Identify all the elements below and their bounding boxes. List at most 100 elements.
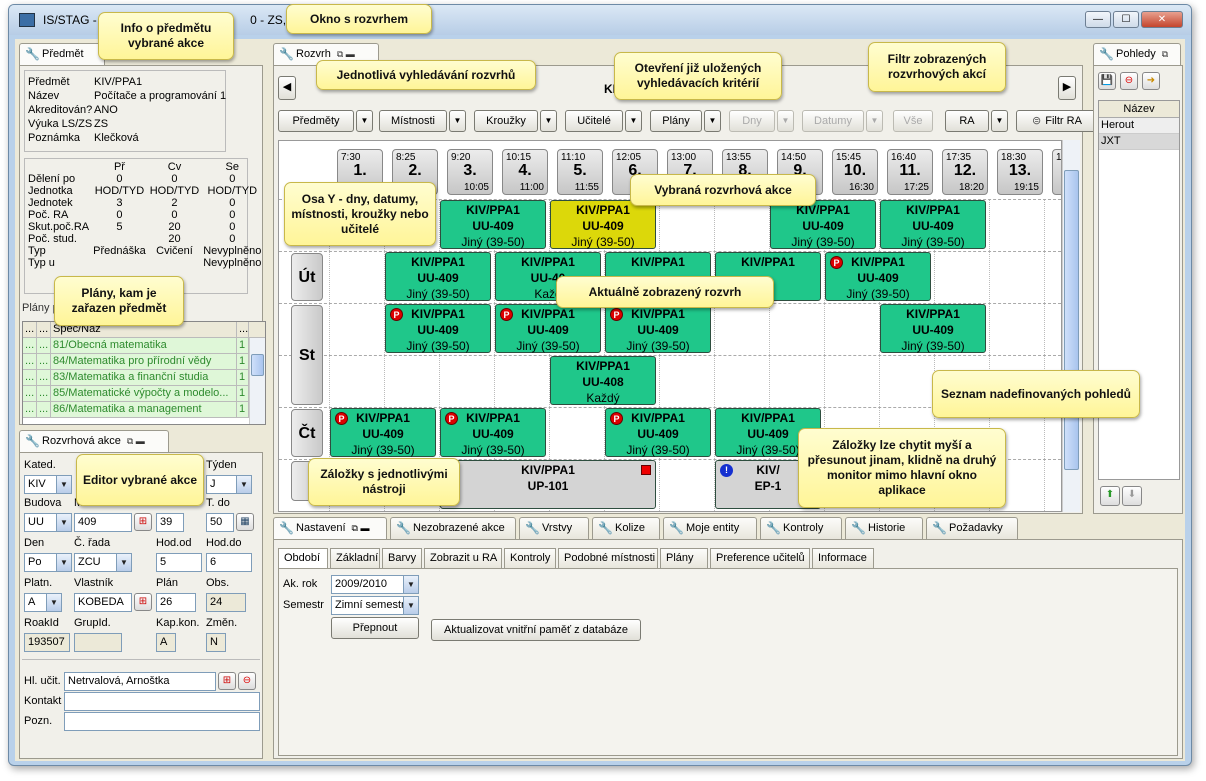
filtr-ra-button[interactable]: ⊜Filtr RA <box>1016 110 1098 132</box>
subtab-0[interactable]: Období <box>278 548 328 569</box>
search-button-ra[interactable]: RA <box>945 110 989 132</box>
search-icon[interactable]: ⊞ <box>134 513 152 531</box>
obs-field[interactable]: 24 <box>206 593 246 612</box>
list-item[interactable]: Herout <box>1099 118 1179 134</box>
tab-rozvrhova-akce[interactable]: 🔧Rozvrhová akce⧉ ▬ <box>19 430 169 452</box>
tab-nastavení[interactable]: 🔧Nastavení⧉ ▬ <box>273 517 387 540</box>
prepnout-button[interactable]: Přepnout <box>331 617 419 639</box>
remove-icon[interactable]: ⊖ <box>238 672 256 690</box>
maximize-button[interactable]: ☐ <box>1113 11 1139 28</box>
subtab-7[interactable]: Preference učitelů <box>710 548 810 568</box>
plan-field[interactable]: 26 <box>156 593 196 612</box>
schedule-vscroll[interactable] <box>1062 140 1080 512</box>
tod-field[interactable]: 39 <box>156 513 184 532</box>
akrok-select[interactable]: 2009/2010▼ <box>331 575 419 594</box>
kapkon-field[interactable]: A <box>156 633 176 652</box>
tyden-select[interactable]: J▼ <box>206 475 252 494</box>
chevron-down-icon[interactable]: ▼ <box>540 110 557 132</box>
subtab-6[interactable]: Plány <box>660 548 708 568</box>
semestr-select[interactable]: Zimní semestr▼ <box>331 596 419 615</box>
subtab-3[interactable]: Zobrazit u RA <box>424 548 502 568</box>
tab-moje-entity[interactable]: 🔧Moje entity <box>663 517 757 539</box>
search-button-predmety[interactable]: Předměty <box>278 110 354 132</box>
float-dock-icon[interactable]: ⧉ ▬ <box>126 436 145 446</box>
grupid-field[interactable] <box>74 633 122 652</box>
hodod-field[interactable]: 5 <box>156 553 202 572</box>
kated-select[interactable]: KIV▼ <box>24 475 72 494</box>
list-item[interactable]: JXT <box>1099 134 1179 150</box>
subtab-5[interactable]: Podobné místnosti <box>558 548 658 568</box>
vlastnik-field[interactable]: KOBEDA <box>74 593 132 612</box>
search-button-krouzky[interactable]: Kroužky <box>474 110 538 132</box>
tab-predmet[interactable]: 🔧Předmět <box>19 43 105 65</box>
search-button-mistnosti[interactable]: Místnosti <box>379 110 447 132</box>
float-dock-icon[interactable]: ⧉ ▬ <box>351 523 370 533</box>
tab-vrstvy[interactable]: 🔧Vrstvy <box>519 517 589 539</box>
subtab-2[interactable]: Barvy <box>382 548 422 568</box>
search-icon[interactable]: ⊞ <box>134 593 152 611</box>
tab-historie[interactable]: 🔧Historie <box>845 517 923 539</box>
chevron-down-icon[interactable]: ▼ <box>991 110 1008 132</box>
tab-nezobrazené-akce[interactable]: 🔧Nezobrazené akce <box>390 517 516 539</box>
open-icon[interactable]: ➜ <box>1142 72 1160 90</box>
float-dock-icon[interactable]: ⧉ ▬ <box>336 49 355 59</box>
budova-select[interactable]: UU▼ <box>24 513 72 532</box>
minimize-button[interactable]: — <box>1085 11 1111 28</box>
kontakt-field[interactable] <box>64 692 260 711</box>
plany-list[interactable]: ......Spec/Naz... ......81/Obecná matema… <box>22 321 266 425</box>
close-button[interactable]: ✕ <box>1141 11 1183 28</box>
calendar-icon[interactable]: ▦ <box>236 513 254 531</box>
tab-pohledy[interactable]: 🔧Pohledy⧉ ▬ <box>1093 43 1181 71</box>
subtab-1[interactable]: Základní <box>330 548 380 568</box>
den-select[interactable]: Po▼ <box>24 553 72 572</box>
chevron-down-icon[interactable]: ▼ <box>704 110 721 132</box>
search-button-ucitele[interactable]: Učitelé <box>565 110 623 132</box>
chevron-down-icon[interactable]: ▼ <box>625 110 642 132</box>
plany-scrollbar[interactable] <box>249 338 265 424</box>
tdo-field[interactable]: 50 <box>206 513 234 532</box>
roakid-field[interactable]: 193507 <box>24 633 70 652</box>
list-item[interactable]: ......85/Matematické výpočty a modelo...… <box>23 386 265 402</box>
zmen-field[interactable]: N <box>206 633 226 652</box>
aktualizovat-button[interactable]: Aktualizovat vnitřní paměť z databáze <box>431 619 641 641</box>
platn-select[interactable]: A▼ <box>24 593 62 612</box>
tab-kolize[interactable]: 🔧Kolize <box>592 517 660 539</box>
search-icon[interactable]: ⊞ <box>218 672 236 690</box>
move-down-icon[interactable]: ⬇ <box>1122 486 1142 506</box>
tab-rozvrh[interactable]: 🔧Rozvrh⧉ ▬ <box>273 43 379 65</box>
hoddo-field[interactable]: 6 <box>206 553 252 572</box>
subtab-4[interactable]: Kontroly <box>504 548 556 568</box>
subtab-8[interactable]: Informace <box>812 548 874 568</box>
hlucit-field[interactable]: Netrvalová, Arnoštka <box>64 672 216 691</box>
move-up-icon[interactable]: ⬆ <box>1100 486 1120 506</box>
tab-kontroly[interactable]: 🔧Kontroly <box>760 517 842 539</box>
tab-požadavky[interactable]: 🔧Požadavky <box>926 517 1018 539</box>
cirada-select[interactable]: ZCU▼ <box>74 553 132 572</box>
chevron-down-icon[interactable]: ▼ <box>449 110 466 132</box>
chevron-down-icon[interactable]: ▼ <box>356 110 373 132</box>
pozn-field[interactable] <box>64 712 260 731</box>
next-button[interactable]: ▶ <box>1058 76 1076 100</box>
delete-icon[interactable]: ⊖ <box>1120 72 1138 90</box>
search-button-plany[interactable]: Plány <box>650 110 702 132</box>
save-icon[interactable]: 💾 <box>1098 72 1116 90</box>
